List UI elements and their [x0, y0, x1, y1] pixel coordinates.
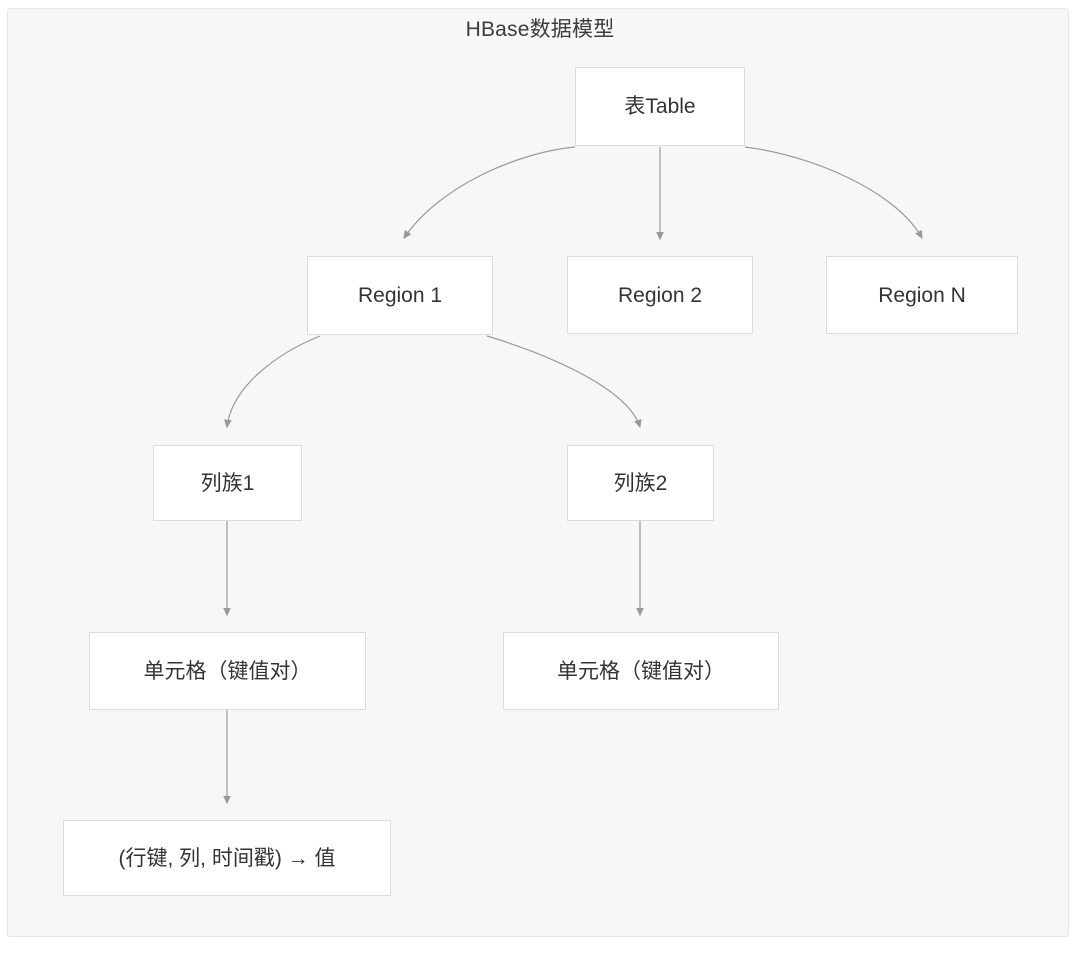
- node-cell-1-label: 单元格（键值对）: [143, 659, 312, 683]
- node-key-value-tuple[interactable]: (行键, 列, 时间戳) → 值: [63, 820, 391, 896]
- node-region-1[interactable]: Region 1: [307, 256, 493, 335]
- node-key-value-tuple-label: (行键, 列, 时间戳) → 值: [118, 846, 336, 870]
- node-column-family-2[interactable]: 列族2: [567, 445, 714, 521]
- page-title: HBase数据模型: [465, 18, 615, 41]
- node-table-label: 表Table: [624, 95, 696, 118]
- node-column-family-1[interactable]: 列族1: [153, 445, 302, 521]
- node-cell-2-label: 单元格（键值对）: [557, 659, 725, 683]
- node-cell-2[interactable]: 单元格（键值对）: [503, 632, 779, 710]
- node-cell-1[interactable]: 单元格（键值对）: [89, 632, 366, 710]
- node-region-2[interactable]: Region 2: [567, 256, 753, 334]
- node-region-2-label: Region 2: [617, 283, 703, 307]
- node-region-n[interactable]: Region N: [826, 256, 1018, 334]
- node-table[interactable]: 表Table: [575, 67, 745, 146]
- node-region-1-label: Region 1: [357, 284, 443, 307]
- node-column-family-2-label: 列族2: [613, 471, 668, 495]
- node-column-family-1-label: 列族1: [200, 471, 255, 495]
- node-region-n-label: Region N: [878, 283, 966, 307]
